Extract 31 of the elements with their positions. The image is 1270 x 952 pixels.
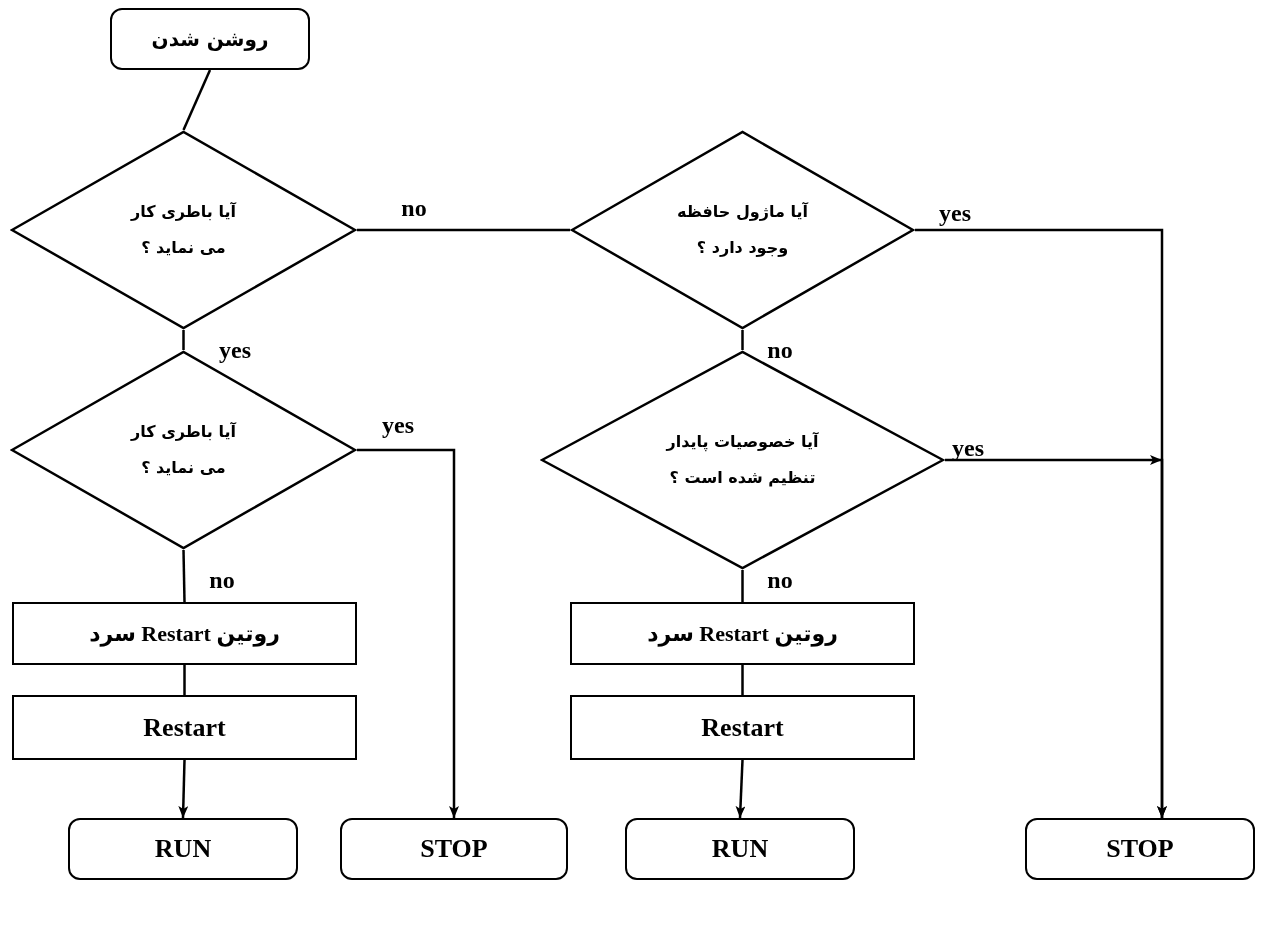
process-box: روتین Restart سرد [570, 602, 915, 665]
connector [735, 759, 746, 819]
terminal-box: RUN [625, 818, 855, 880]
connector [741, 665, 744, 695]
terminal-box: STOP [1025, 818, 1255, 880]
terminal-box: روشن شدن [110, 8, 310, 70]
edge-label: no [401, 196, 427, 220]
process-box: روتین Restart سرد [12, 602, 357, 665]
edge-label: yes [382, 413, 414, 437]
connector [182, 549, 186, 603]
edge-label: no [767, 338, 793, 362]
connector [183, 665, 186, 695]
connector [357, 448, 459, 818]
decision-diamond: آیا ماژول حافظه وجود دارد ؟ [570, 130, 915, 330]
connector [741, 570, 744, 602]
edge-label: no [767, 568, 793, 592]
edge-label: yes [939, 201, 971, 225]
connector [945, 455, 1167, 818]
process-box: Restart [570, 695, 915, 760]
terminal-box: RUN [68, 818, 298, 880]
connector [182, 330, 185, 350]
decision-diamond: آیا باطری کار می نماید ؟ [10, 130, 357, 330]
edge-label: no [209, 568, 235, 592]
connector [178, 759, 189, 819]
connector [182, 69, 212, 131]
connector [741, 330, 744, 350]
connector [357, 228, 570, 232]
terminal-box: STOP [340, 818, 568, 880]
edge-label: yes [952, 436, 984, 460]
process-box: Restart [12, 695, 357, 760]
edge-label: yes [219, 338, 251, 362]
